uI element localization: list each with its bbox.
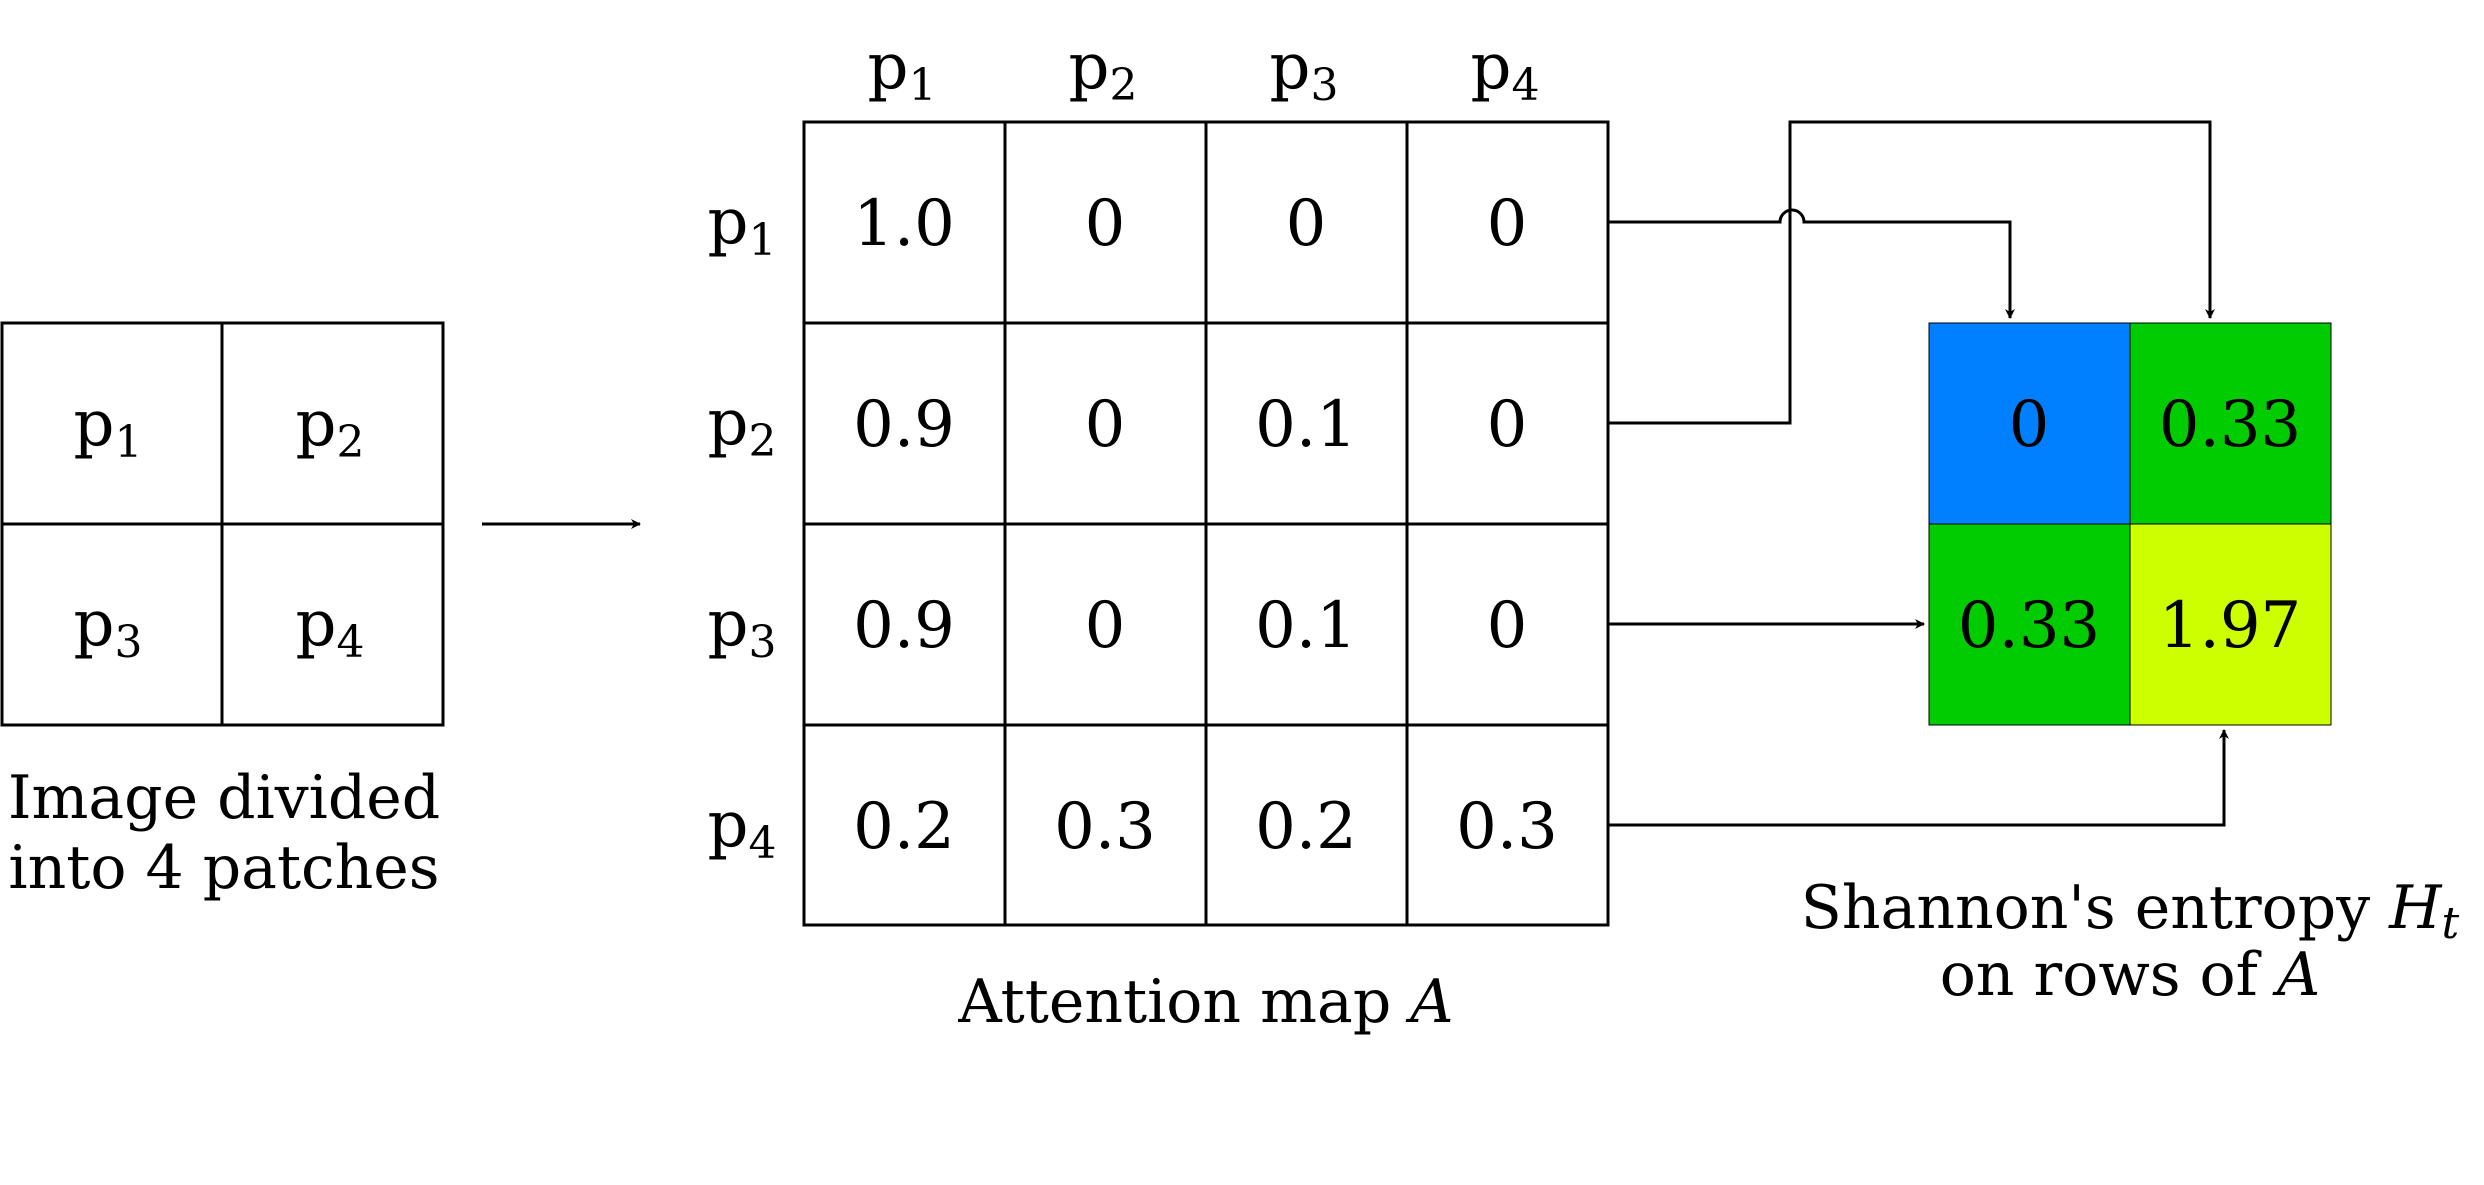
- column-header: p3: [1270, 30, 1339, 111]
- attention-value: 0.1: [1255, 388, 1357, 462]
- attention-value: 0: [1487, 589, 1528, 663]
- attention-value: 0: [1085, 589, 1126, 663]
- image-patch-label: p2: [296, 387, 365, 468]
- attention-map-caption: Attention map A: [957, 967, 1453, 1037]
- attention-value: 1.0: [853, 187, 955, 261]
- entropy-cell: [1928, 322, 2131, 525]
- image-grid-caption-line1: Image divided: [8, 763, 440, 833]
- entropy-cell: [2129, 322, 2332, 525]
- entropy-caption-line2: on rows of A: [1940, 940, 2321, 1010]
- attention-value: 0.9: [853, 589, 955, 663]
- row-header: p3: [708, 587, 777, 668]
- entropy-value: 1.97: [2159, 589, 2302, 663]
- entropy-grid: 0 0.33 0.33 1.97 Shannon's entropy Ht on…: [1801, 322, 2460, 1010]
- entropy-caption-line1: Shannon's entropy Ht: [1801, 873, 2460, 949]
- attention-value: 0: [1085, 187, 1126, 261]
- entropy-cell: [1928, 523, 2131, 726]
- attention-value: 0.2: [853, 790, 955, 864]
- connector-row2: [1608, 120, 2215, 425]
- image-patch-label: p1: [74, 387, 143, 468]
- entropy-value: 0.33: [1958, 589, 2101, 663]
- column-header: p4: [1471, 30, 1540, 111]
- attention-value: 0: [1286, 187, 1327, 261]
- row-to-entropy-connectors: [1608, 120, 2229, 827]
- attention-value: 0.2: [1255, 790, 1357, 864]
- entropy-cell: [2129, 523, 2332, 726]
- attention-value: 0.1: [1255, 589, 1357, 663]
- connector-row1: [1608, 208, 2015, 319]
- image-grid-caption-line2: into 4 patches: [8, 833, 439, 903]
- image-patch-label: p3: [74, 587, 143, 668]
- connector-row4: [1608, 729, 2229, 827]
- attention-value: 0: [1487, 187, 1528, 261]
- row-header: p4: [708, 788, 777, 869]
- attention-value: 0.9: [853, 388, 955, 462]
- row-header: p2: [708, 386, 777, 467]
- image-patch-grid: p1 p2 p3 p4 Image divided into 4 patches: [0, 321, 445, 903]
- column-header: p2: [1069, 30, 1138, 111]
- column-header: p1: [868, 30, 937, 111]
- attention-value: 0.3: [1054, 790, 1156, 864]
- attention-value: 0.3: [1456, 790, 1558, 864]
- attention-map: p1 p2 p3 p4 p1 p2 p3 p4 1.0 0 0 0 0.9 0 …: [708, 30, 1610, 1037]
- attention-value: 0: [1487, 388, 1528, 462]
- entropy-value: 0: [2009, 388, 2050, 462]
- row-header: p1: [708, 185, 777, 266]
- entropy-value: 0.33: [2159, 388, 2302, 462]
- attention-value: 0: [1085, 388, 1126, 462]
- image-patch-label: p4: [296, 587, 365, 668]
